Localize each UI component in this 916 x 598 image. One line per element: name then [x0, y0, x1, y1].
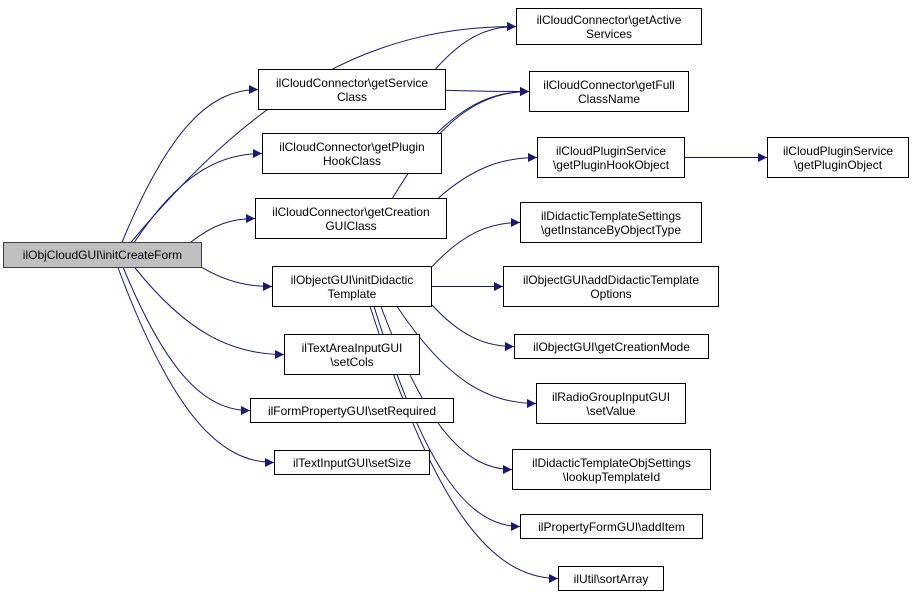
node-label-line: \setValue	[586, 403, 636, 418]
node-sortarray[interactable]: ilUtil\sortArray	[558, 566, 664, 591]
node-label-line: ilCloudPluginService	[782, 143, 894, 158]
node-label-line: ilObjectGUI\addDidacticTemplate	[522, 272, 700, 287]
node-label-line: ilRadioGroupInputGUI	[551, 389, 671, 404]
node-label-line: ilTextInputGUI\setSize	[292, 455, 412, 470]
edge-initDidacticTemplate-to-lookupTemplateId	[380, 306, 513, 474]
edge-root-to-getPluginHookClass	[134, 149, 263, 243]
node-lookuptemplateid[interactable]: ilDidacticTemplateObjSettings \lookupTem…	[512, 449, 711, 490]
node-setvalue[interactable]: ilRadioGroupInputGUI \setValue	[536, 383, 686, 424]
node-additem[interactable]: ilPropertyFormGUI\addItem	[520, 514, 703, 539]
edge-root-to-getCreationGUIClass	[190, 214, 256, 243]
node-getfullclassname[interactable]: ilCloudConnector\getFull ClassName	[529, 71, 689, 112]
node-label-line: ilCloudConnector\getActive	[536, 12, 682, 27]
edge-getCreationGUIClass-to-getPluginHookObject	[438, 153, 538, 199]
edge-initDidacticTemplate-to-setValue	[396, 306, 537, 408]
node-label-line: Template	[327, 286, 377, 301]
edge-getServiceClass-to-getActiveServices	[435, 22, 517, 70]
node-getcreationguiclass[interactable]: ilCloudConnector\getCreation GUIClass	[255, 198, 447, 239]
edge-getPluginHookClass-to-getFullClassName	[436, 87, 530, 134]
node-label-line: ilTextAreaInputGUI	[301, 340, 403, 355]
node-label-line: \getInstanceByObjectType	[540, 222, 682, 237]
node-root-initcreateform: ilObjCloudGUI\initCreateForm	[3, 242, 202, 268]
node-setcols[interactable]: ilTextAreaInputGUI \setCols	[284, 334, 420, 375]
node-label-line: ilCloudPluginService	[555, 143, 667, 158]
node-label-line: ilDidacticTemplateSettings	[540, 208, 682, 223]
edge-initDidacticTemplate-to-sortArray	[369, 306, 559, 583]
node-getserviceclass[interactable]: ilCloudConnector\getService Class	[258, 69, 446, 110]
node-label-line: ilDidacticTemplateObjSettings	[532, 455, 691, 470]
edge-root-to-setSize	[117, 267, 275, 467]
edge-getServiceClass-to-getFullClassName	[445, 86, 530, 96]
edge-initDidacticTemplate-to-getInstanceByObjectType	[431, 218, 521, 268]
node-label-line: Class	[336, 89, 367, 104]
edge-root-to-initDidacticTemplate	[201, 267, 273, 291]
node-getpluginhookobject[interactable]: ilCloudPluginService \getPluginHookObjec…	[537, 137, 685, 178]
node-label-line: Services	[585, 26, 632, 41]
node-label-line: HookClass	[322, 153, 382, 168]
node-adddidactictemplateoptions[interactable]: ilObjectGUI\addDidacticTemplate Options	[503, 266, 719, 307]
edge-initDidacticTemplate-to-getCreationMode	[431, 304, 515, 351]
node-getpluginobject[interactable]: ilCloudPluginService \getPluginObject	[767, 137, 909, 178]
edge-root-to-getServiceClass	[121, 85, 259, 243]
node-label-line: \getPluginHookObject	[552, 157, 670, 172]
node-label-line: ilCloudConnector\getService	[275, 75, 429, 90]
node-label-line: ilCloudConnector\getCreation	[272, 204, 430, 219]
node-label-line: \lookupTemplateId	[562, 469, 661, 484]
node-setrequired[interactable]: ilFormPropertyGUI\setRequired	[250, 398, 454, 423]
node-label-line: ilFormPropertyGUI\setRequired	[267, 403, 437, 418]
node-label-line: ilCloudConnector\getPlugin	[279, 139, 425, 154]
node-getpluginhookclass[interactable]: ilCloudConnector\getPlugin HookClass	[262, 133, 442, 174]
edge-root-to-setCols	[134, 267, 285, 359]
node-label-line: Options	[590, 286, 632, 301]
node-setsize[interactable]: ilTextInputGUI\setSize	[274, 450, 430, 475]
node-initdidactictemplate[interactable]: ilObjectGUI\initDidactic Template	[272, 266, 432, 307]
node-label-line: ilUtil\sortArray	[573, 571, 649, 586]
node-label-line: ClassName	[577, 91, 640, 106]
node-label-line: ilObjectGUI\getCreationMode	[533, 339, 690, 354]
node-label-line: \getPluginObject	[793, 157, 883, 172]
node-label-line: ilObjCloudGUI\initCreateForm	[22, 248, 183, 262]
node-label-line: ilObjectGUI\initDidactic	[290, 272, 414, 287]
node-getcreationmode[interactable]: ilObjectGUI\getCreationMode	[514, 334, 709, 359]
edge-root-to-setRequired	[122, 267, 251, 415]
node-label-line: ilPropertyFormGUI\addItem	[538, 519, 685, 534]
node-label-line: \setCols	[330, 354, 374, 369]
node-getinstancebyobjecttype[interactable]: ilDidacticTemplateSettings \getInstanceB…	[520, 202, 702, 243]
node-label-line: ilCloudConnector\getFull	[543, 77, 675, 92]
node-getactiveservices[interactable]: ilCloudConnector\getActive Services	[516, 8, 702, 45]
node-label-line: GUIClass	[325, 218, 377, 233]
